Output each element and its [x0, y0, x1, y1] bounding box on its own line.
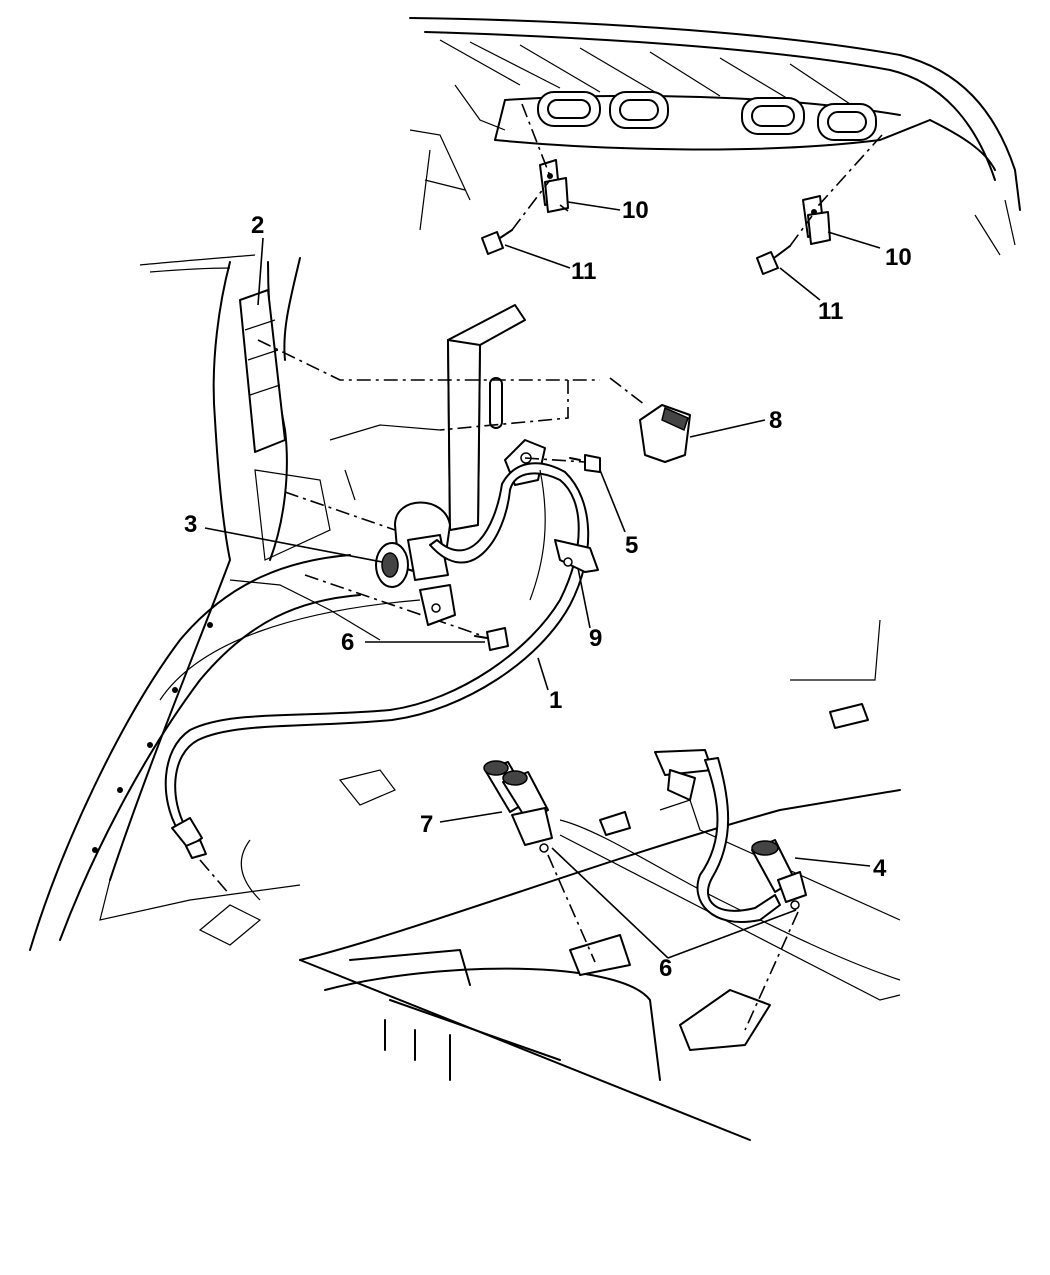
anchor-bracket-left	[539, 159, 569, 213]
trim-cover	[639, 404, 691, 463]
double-buckle	[483, 760, 553, 853]
anchor-bracket-right	[802, 195, 831, 245]
retractor-bolt	[474, 627, 509, 651]
anchor-bolt-left	[481, 229, 513, 255]
callout-2: 2	[251, 212, 264, 239]
cargo-floor	[299, 619, 901, 1141]
retractor	[375, 501, 456, 626]
assembly-line-floor-anchor	[199, 859, 231, 896]
callout-6-upper: 6	[341, 629, 354, 656]
anchor-bolt-right	[756, 245, 791, 275]
leader-lines	[204, 201, 881, 959]
assembly-line-pillar	[257, 339, 646, 636]
callout-3: 3	[184, 511, 197, 538]
callout-9: 9	[589, 625, 602, 652]
center-belt-with-buckle	[654, 749, 807, 923]
callout-7: 7	[420, 811, 433, 838]
belt-guide-clip	[554, 539, 599, 573]
callout-11-left: 11	[571, 258, 596, 285]
callout-4: 4	[873, 855, 887, 882]
rear-header-panel	[409, 17, 1021, 256]
callout-11-right: 11	[818, 298, 843, 325]
callout-10-left: 10	[622, 197, 649, 224]
callout-1: 1	[549, 687, 562, 714]
belt-latch-plate	[171, 817, 207, 859]
callout-8: 8	[769, 407, 782, 434]
callout-10-right: 10	[885, 244, 912, 271]
callout-5: 5	[625, 532, 638, 559]
quarter-panel-structure	[29, 254, 441, 951]
assembly-line-left-anchor	[511, 103, 551, 231]
belt-guide-trim	[447, 304, 526, 531]
assembly-line-center-belt	[744, 911, 799, 1031]
shoulder-bolt	[569, 454, 601, 473]
callout-labels: 1 2 3 4 5 6 6 7 8 9 10 10 11 11	[184, 197, 912, 982]
callout-6-lower: 6	[659, 955, 672, 982]
assembly-line-buckle	[547, 854, 596, 963]
assembly-line-right-anchor	[789, 134, 883, 247]
